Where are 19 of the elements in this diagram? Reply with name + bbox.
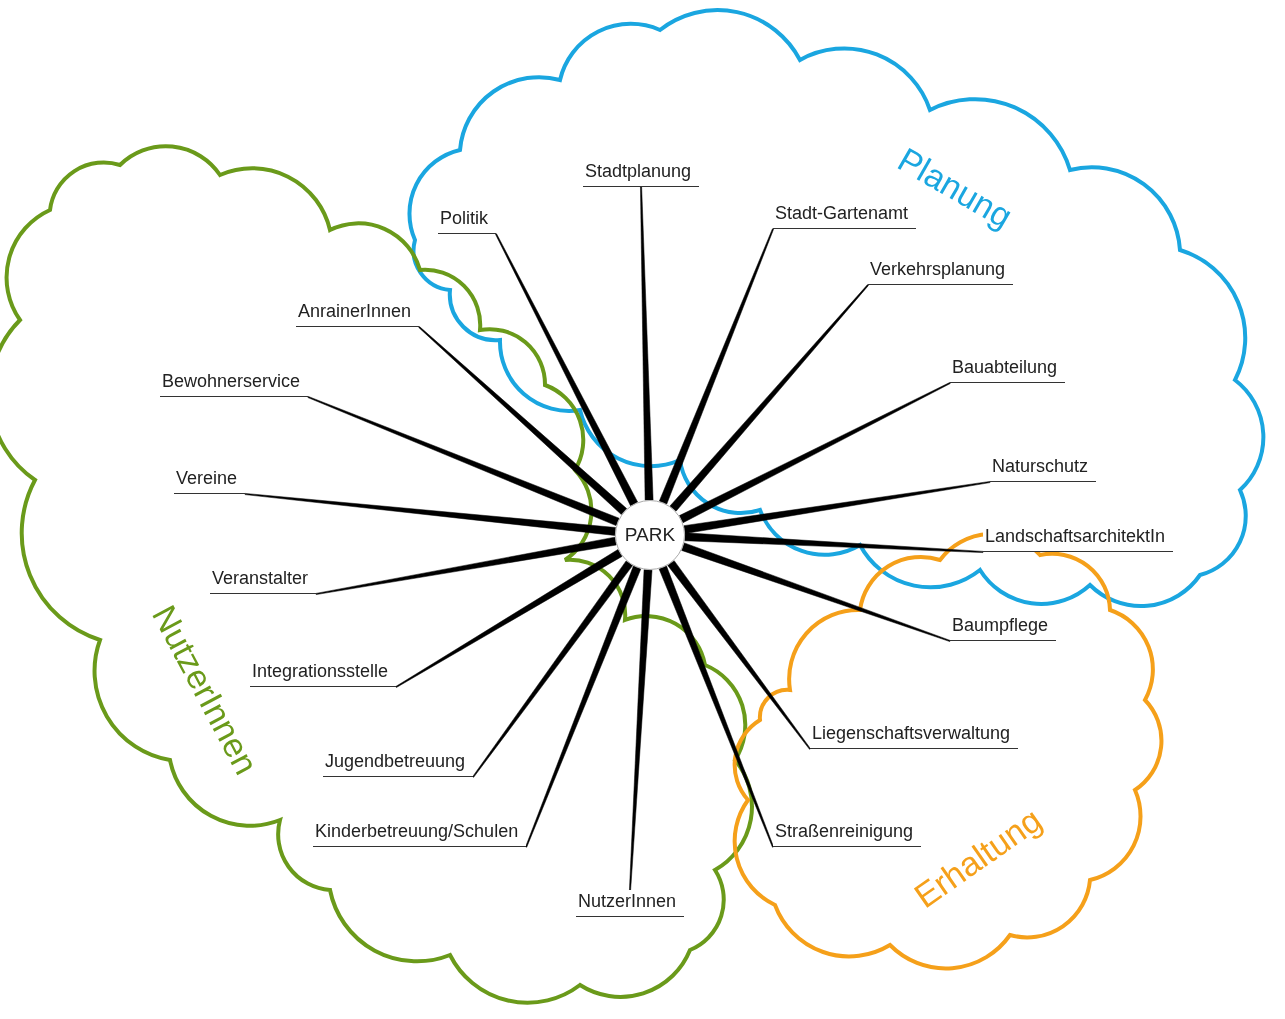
spoke-line xyxy=(684,532,984,553)
spoke-line xyxy=(418,326,627,515)
spoke-line xyxy=(658,565,774,848)
spoke-line xyxy=(495,233,638,506)
spoke-line xyxy=(472,560,633,778)
spoke-line xyxy=(307,396,620,526)
stakeholder-label: NutzerInnen xyxy=(576,890,685,917)
spoke-line xyxy=(667,560,811,750)
spoke-line xyxy=(395,549,623,688)
spoke-line xyxy=(669,284,869,512)
spoke-line xyxy=(659,228,774,505)
spoke-line xyxy=(681,542,951,642)
spoke-line xyxy=(683,481,991,534)
spoke-line xyxy=(679,382,951,523)
spoke-line xyxy=(525,565,642,848)
spoke-line xyxy=(629,569,653,891)
spoke-line xyxy=(640,186,654,501)
spoke-line xyxy=(315,536,617,595)
spoke-line xyxy=(244,493,616,536)
